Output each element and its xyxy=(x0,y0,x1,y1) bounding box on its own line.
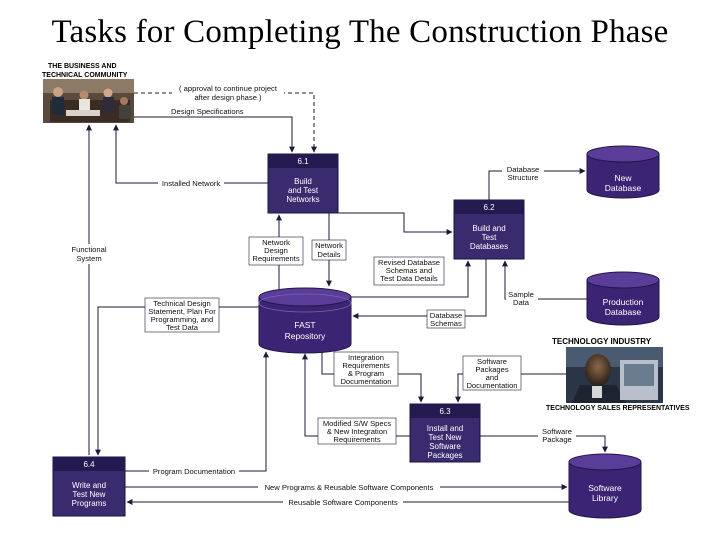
database-structure-label-2: Structure xyxy=(508,173,539,182)
process-6-3-id: 6.3 xyxy=(439,407,451,416)
modified-sw-label-2: & New Integration xyxy=(327,427,387,436)
business-meeting-photo xyxy=(43,79,134,123)
process-6-4-line-2: Test New xyxy=(73,490,106,499)
process-6-4-write-test-programs: 6.4 Write and Test New Programs xyxy=(52,456,126,517)
tech-design-label-4: Test Data xyxy=(166,323,199,332)
design-specs-label: Design Specifications xyxy=(171,107,244,116)
flow-sw-packages-line xyxy=(455,373,566,403)
process-6-4-id: 6.4 xyxy=(83,460,95,469)
process-6-2-line-2: Test xyxy=(482,233,497,242)
page-title: Tasks for Completing The Construction Ph… xyxy=(51,14,669,50)
fast-repository-label-1: FAST xyxy=(294,320,315,330)
sample-data-label-2: Data xyxy=(513,298,530,307)
process-6-3-line-2: Test New xyxy=(429,433,462,442)
process-6-1-line-3: Networks xyxy=(286,195,319,204)
datastore-production-database: Production Database xyxy=(586,271,660,326)
software-library-label-2: Library xyxy=(592,493,619,503)
process-6-3-line-3: Software xyxy=(429,442,461,451)
sales-rep-photo xyxy=(566,347,663,403)
revised-db-label-1: Revised Database xyxy=(378,258,440,267)
software-library-label-1: Software xyxy=(588,483,622,493)
sw-packages-label-1: Software xyxy=(477,357,507,366)
process-6-1-build-test-networks: 6.1 Build and Test Networks xyxy=(267,153,339,214)
flow-design-specs-line xyxy=(134,116,295,153)
process-6-3-line-4: Packages xyxy=(427,451,462,460)
installed-network-label: Installed Network xyxy=(162,179,220,188)
process-6-1-line-1: Build xyxy=(294,177,312,186)
tech-design-label-3: Programming, and xyxy=(151,315,213,324)
new-programs-label: New Programs & Reusable Software Compone… xyxy=(265,483,434,492)
flow-sample-data-line xyxy=(502,260,587,300)
reusable-label: Reusable Software Components xyxy=(288,498,398,507)
database-schemas-label-2: Schemas xyxy=(430,319,462,328)
process-6-3-install-test-software: 6.3 Install and Test New Software Packag… xyxy=(409,403,481,463)
process-6-2-id: 6.2 xyxy=(483,203,495,212)
process-6-2-line-3: Databases xyxy=(470,242,508,251)
production-database-label-1: Production xyxy=(603,297,644,307)
tech-design-label-1: Technical Design xyxy=(153,299,210,308)
network-details-label-1: Network xyxy=(315,241,343,250)
process-6-3-line-1: Install and xyxy=(427,424,463,433)
sample-data-label-1: Sample xyxy=(508,290,534,299)
flow-revised-db-line xyxy=(351,260,471,298)
functional-system-label-2: System xyxy=(76,254,101,263)
database-schemas-label-1: Database xyxy=(430,311,463,320)
approval-label-1: ( approval to continue project xyxy=(179,84,278,93)
flow-installed-network-line xyxy=(113,124,268,184)
fast-repository-label-2: Repository xyxy=(285,331,326,341)
revised-db-label-3: Test Data Details xyxy=(380,274,438,283)
flow-database-structure-line xyxy=(488,168,586,200)
network-details-label-2: Details xyxy=(317,250,340,259)
process-6-4-line-3: Programs xyxy=(72,499,107,508)
integration-req-label-1: Integration xyxy=(348,353,384,362)
business-technical-community-entity: THE BUSINESS AND TECHNICAL COMMUNITY xyxy=(42,63,134,123)
modified-sw-label-3: Requirements xyxy=(333,435,380,444)
production-database-label-2: Database xyxy=(605,307,642,317)
business-entity-label-2: TECHNICAL COMMUNITY xyxy=(42,72,128,79)
sw-packages-label-4: Documentation xyxy=(466,381,517,390)
new-database-label-1: New xyxy=(614,173,632,183)
software-package-label-1: Software xyxy=(542,427,572,436)
process-6-4-line-1: Write and xyxy=(72,481,106,490)
integration-req-label-4: Documentation xyxy=(340,377,391,386)
integration-req-label-3: & Program xyxy=(348,369,384,378)
new-database-label-2: Database xyxy=(605,183,642,193)
flow-database-schemas-line xyxy=(352,259,487,319)
software-package-label-2: Package xyxy=(542,435,572,444)
technology-industry-label: TECHNOLOGY INDUSTRY xyxy=(552,337,652,346)
flow-software-package-line xyxy=(480,435,608,453)
network-design-label-3: Requirements xyxy=(252,254,299,263)
functional-system-label-1: Functional xyxy=(71,245,106,254)
process-6-1-id: 6.1 xyxy=(297,157,309,166)
modified-sw-label-1: Modified S/W Specs xyxy=(323,419,392,428)
datastore-software-library: Software Library xyxy=(568,453,642,519)
flow-network-to-db-line xyxy=(338,212,453,235)
program-doc-label: Program Documentation xyxy=(153,467,235,476)
process-6-2-build-test-databases: 6.2 Build and Test Databases xyxy=(453,199,525,260)
technology-industry-entity: TECHNOLOGY INDUSTRY TECHNOLOGY SALES REP… xyxy=(546,337,690,412)
approval-label-2: after design phase ) xyxy=(194,93,262,102)
network-design-label-1: Network xyxy=(262,238,290,247)
business-entity-label-1: THE BUSINESS AND xyxy=(48,63,117,70)
process-6-2-line-1: Build and xyxy=(472,224,505,233)
datastore-fast-repository: FAST Repository xyxy=(258,287,352,354)
flow-labels: ( approval to continue project after des… xyxy=(66,83,576,507)
network-design-label-2: Design xyxy=(264,246,288,255)
integration-req-label-2: Requirements xyxy=(342,361,389,370)
sw-packages-label-3: and xyxy=(486,373,499,382)
process-6-1-line-2: and Test xyxy=(288,186,319,195)
flow-program-doc-line xyxy=(125,351,269,472)
sales-reps-label: TECHNOLOGY SALES REPRESENTATIVES xyxy=(546,405,690,412)
tech-design-label-2: Statement, Plan For xyxy=(148,307,216,316)
database-structure-label-1: Database xyxy=(507,165,540,174)
sw-packages-label-2: Packages xyxy=(475,365,509,374)
datastore-new-database: New Database xyxy=(586,145,660,199)
revised-db-label-2: Schemas and xyxy=(386,266,432,275)
